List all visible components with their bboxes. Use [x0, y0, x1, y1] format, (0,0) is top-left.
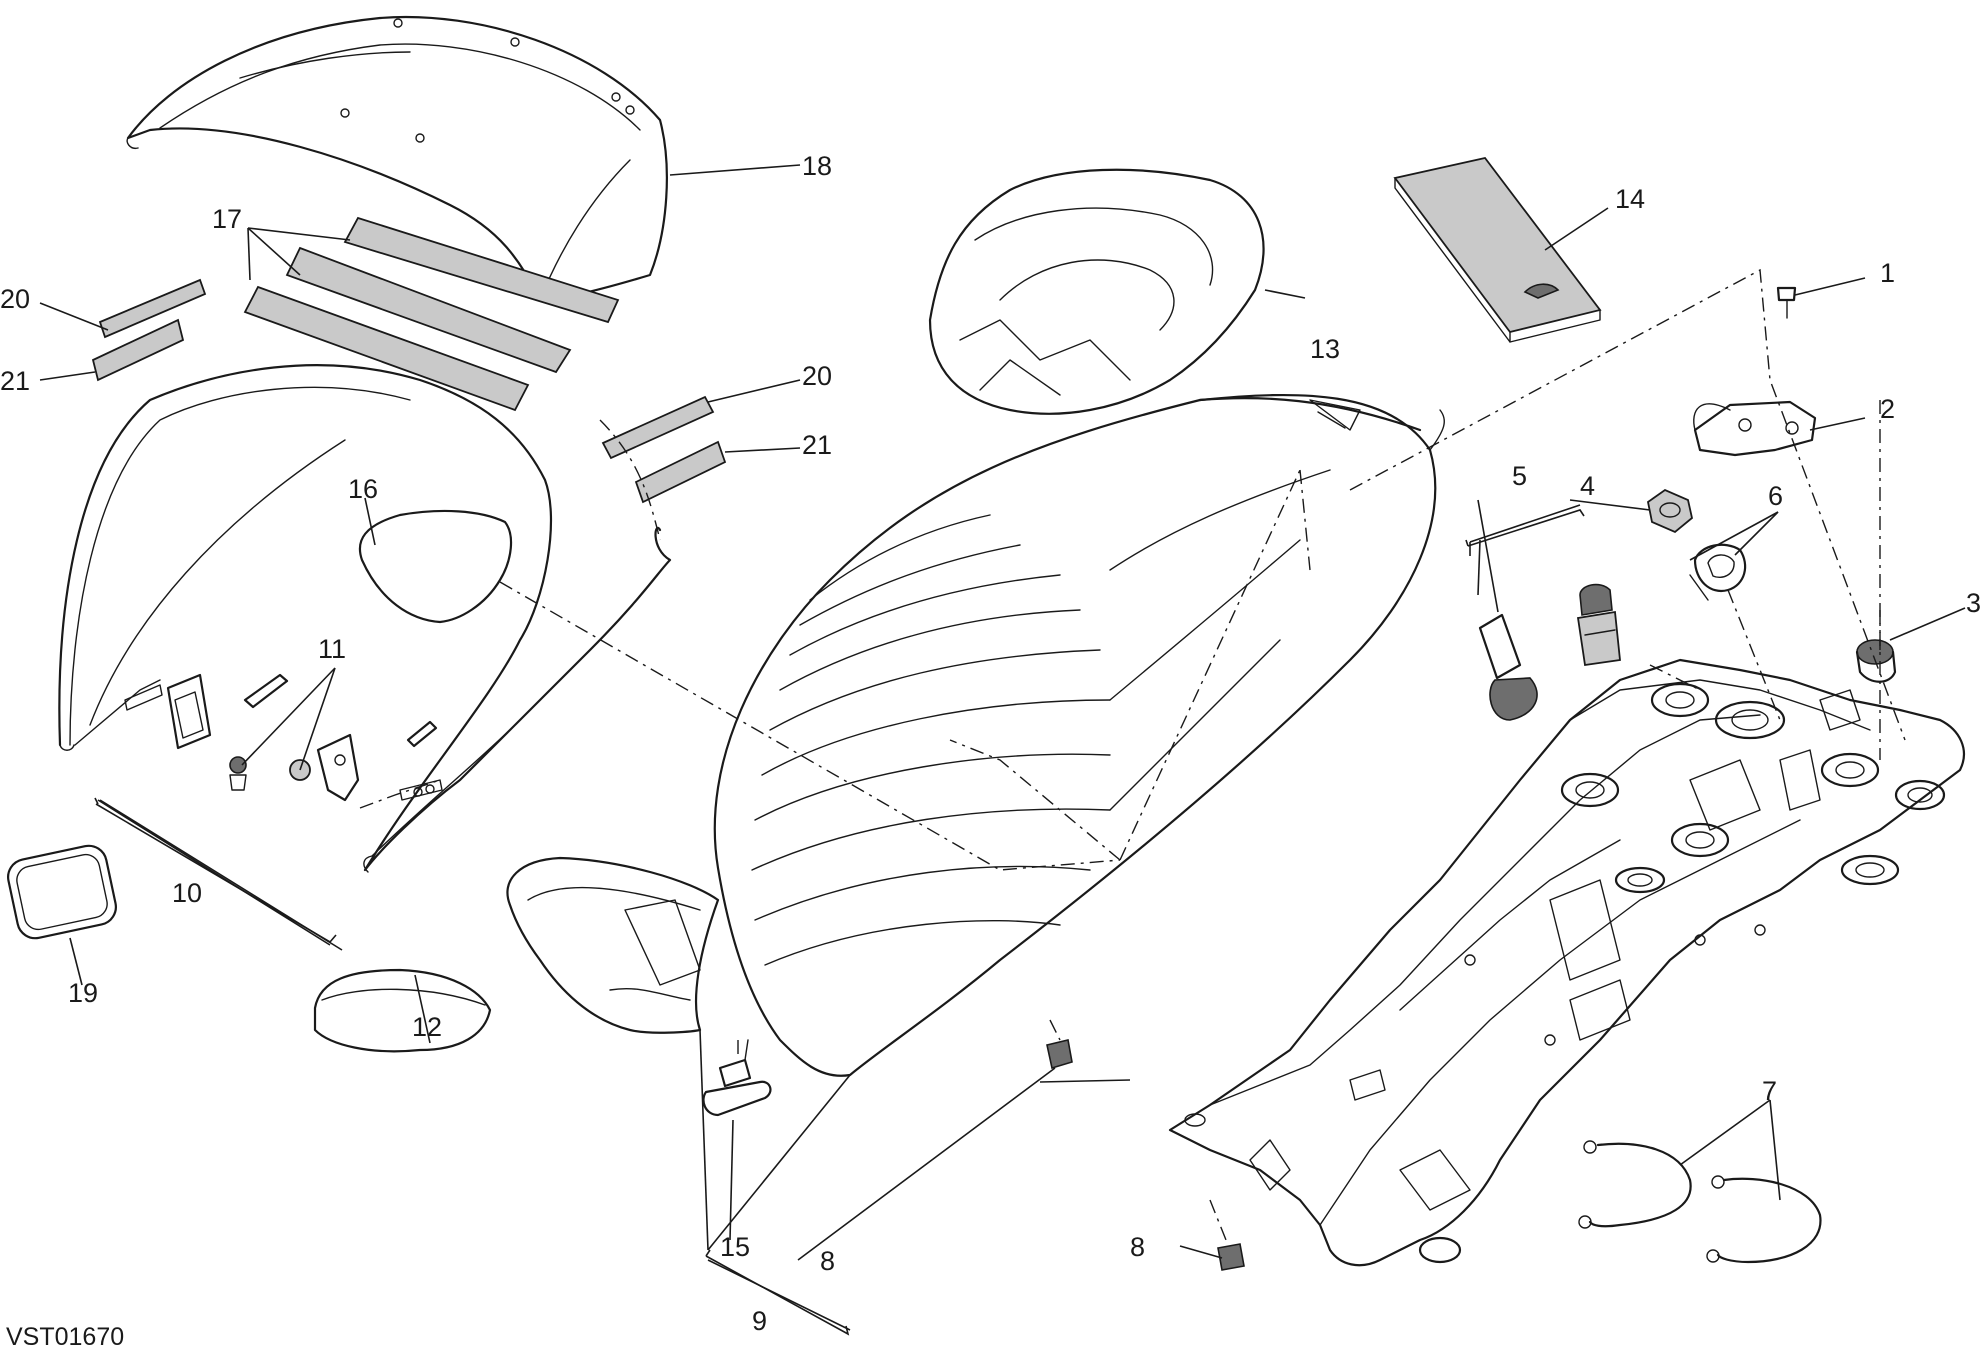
part-hinge-hardware: [124, 673, 443, 802]
part-owner-manual: [1393, 156, 1602, 343]
assembly-guide-lines: [359, 268, 1906, 1246]
callout-4: 4: [1580, 471, 1595, 501]
callout-12: 12: [412, 1012, 442, 1042]
callout-21-left: 21: [0, 366, 30, 396]
part-lock-assembly: [1478, 286, 1897, 721]
part-seat-hooks: [702, 1039, 1245, 1271]
callout-17: 17: [212, 204, 242, 234]
callout-13: 13: [1310, 334, 1340, 364]
callout-8-seat: 8: [820, 1246, 835, 1276]
callout-8-frame: 8: [1130, 1232, 1145, 1262]
part-rubber-pad: [7, 844, 117, 940]
part-main-seat: [713, 393, 1446, 1077]
part-rear-subframe: [1168, 658, 1965, 1267]
callout-7: 7: [1762, 1076, 1777, 1106]
callout-2: 2: [1880, 394, 1895, 424]
diagram-code: VST01670: [6, 1323, 124, 1351]
callout-14: 14: [1615, 184, 1645, 214]
part-small-decals: [91, 278, 727, 504]
callout-numbers: 1 2 3 4 5 6 7 8 8 9 10 11 12 13 14 15 16…: [0, 151, 1981, 1351]
part-seat-cables: [1578, 1140, 1822, 1264]
callout-11: 11: [318, 634, 346, 664]
callout-6: 6: [1768, 481, 1783, 511]
callout-brackets: [94, 509, 1585, 1336]
part-foam-pad: [313, 968, 492, 1053]
callout-18: 18: [802, 151, 832, 181]
callout-9: 9: [752, 1306, 767, 1336]
part-rear-seat-piece: [506, 856, 720, 1034]
callout-15: 15: [720, 1232, 750, 1262]
callout-10: 10: [172, 878, 202, 908]
part-decal-strips: [243, 216, 620, 412]
callout-1: 1: [1880, 258, 1895, 288]
callout-16: 16: [348, 474, 378, 504]
part-tail-cover-body: [58, 364, 672, 873]
callout-20-right: 20: [802, 361, 832, 391]
callout-19: 19: [68, 978, 98, 1008]
callout-3: 3: [1966, 588, 1981, 618]
callout-5: 5: [1512, 461, 1527, 491]
part-seat-cover: [928, 168, 1265, 415]
part-cover-pad: [358, 509, 513, 624]
callout-20-left: 20: [0, 284, 30, 314]
callout-21-right: 21: [802, 430, 832, 460]
